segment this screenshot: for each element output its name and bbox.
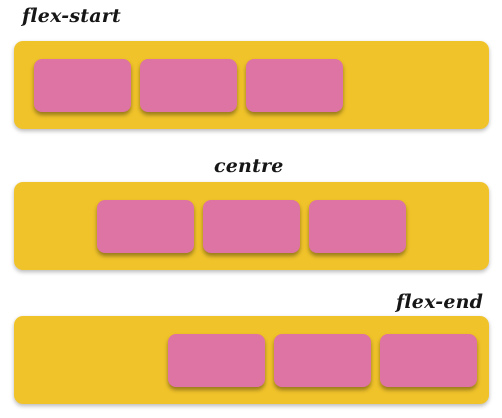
centre-container: [14, 182, 489, 270]
flex-end-container: [14, 316, 489, 404]
flex-item: [140, 58, 237, 112]
flex-item: [380, 333, 477, 387]
flex-start-label: flex-start: [22, 5, 121, 27]
flex-item: [246, 58, 343, 112]
centre-label: centre: [214, 155, 284, 177]
flex-item: [203, 199, 300, 253]
flex-item: [309, 199, 406, 253]
flex-item: [168, 333, 265, 387]
flex-end-label: flex-end: [396, 291, 484, 313]
flex-item: [274, 333, 371, 387]
flex-item: [34, 58, 131, 112]
flex-start-container: [14, 41, 489, 129]
flex-item: [97, 199, 194, 253]
